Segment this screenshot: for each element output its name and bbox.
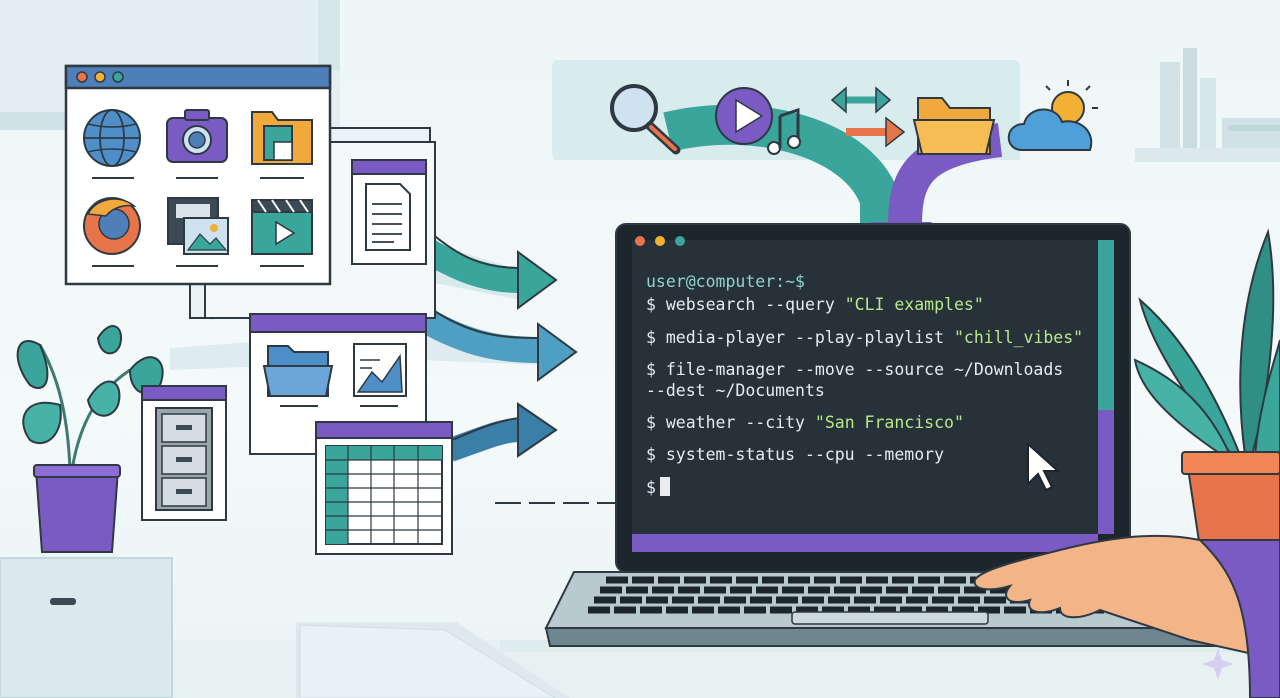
folder-icon bbox=[262, 345, 334, 407]
left-plant bbox=[16, 325, 164, 553]
chart-icon bbox=[353, 343, 407, 407]
terminal-input-line[interactable]: $ bbox=[646, 477, 670, 497]
folder-document-icon bbox=[251, 111, 313, 179]
image-gallery-icon bbox=[167, 197, 229, 267]
terminal-prompt: user@computer:~$ bbox=[646, 272, 805, 291]
transfer-arrows-icon bbox=[830, 86, 906, 148]
spreadsheet-icon bbox=[325, 445, 443, 545]
keyboard bbox=[588, 576, 1164, 614]
search-icon bbox=[610, 84, 681, 155]
document-icon bbox=[365, 183, 411, 251]
spreadsheet-window bbox=[315, 421, 453, 555]
mouse-cursor-icon bbox=[1027, 441, 1061, 492]
terminal-command-file-manager-cont: --dest ~/Documents bbox=[646, 381, 825, 400]
folder-chart-window bbox=[249, 313, 427, 455]
camera-icon bbox=[166, 109, 228, 179]
globe-icon bbox=[83, 109, 141, 179]
terminal-command-weather: $ weather --city "San Francisco" bbox=[646, 413, 964, 432]
file-cabinet-icon bbox=[155, 407, 213, 511]
video-clapperboard-icon bbox=[251, 199, 313, 267]
terminal-command-system-status: $ system-status --cpu --memory bbox=[646, 445, 945, 464]
document-window bbox=[351, 159, 427, 265]
folder-icon bbox=[912, 97, 996, 155]
terminal-command-websearch: $ websearch --query "CLI examples" bbox=[646, 295, 984, 314]
weather-cloud-sun-icon bbox=[1007, 80, 1098, 151]
file-cabinet-window bbox=[141, 385, 227, 521]
terminal-command-media-player: $ media-player --play-playlist "chill_vi… bbox=[646, 328, 1084, 347]
text-cursor bbox=[659, 477, 670, 496]
firefox-icon bbox=[83, 197, 141, 267]
terminal-screen: user@computer:~$ $ websearch --query "CL… bbox=[634, 242, 1096, 532]
hand bbox=[973, 534, 1280, 698]
terminal-command-file-manager: $ file-manager --move --source ~/Downloa… bbox=[646, 360, 1064, 379]
right-plant bbox=[1133, 228, 1280, 549]
media-play-music-icon bbox=[715, 87, 801, 155]
